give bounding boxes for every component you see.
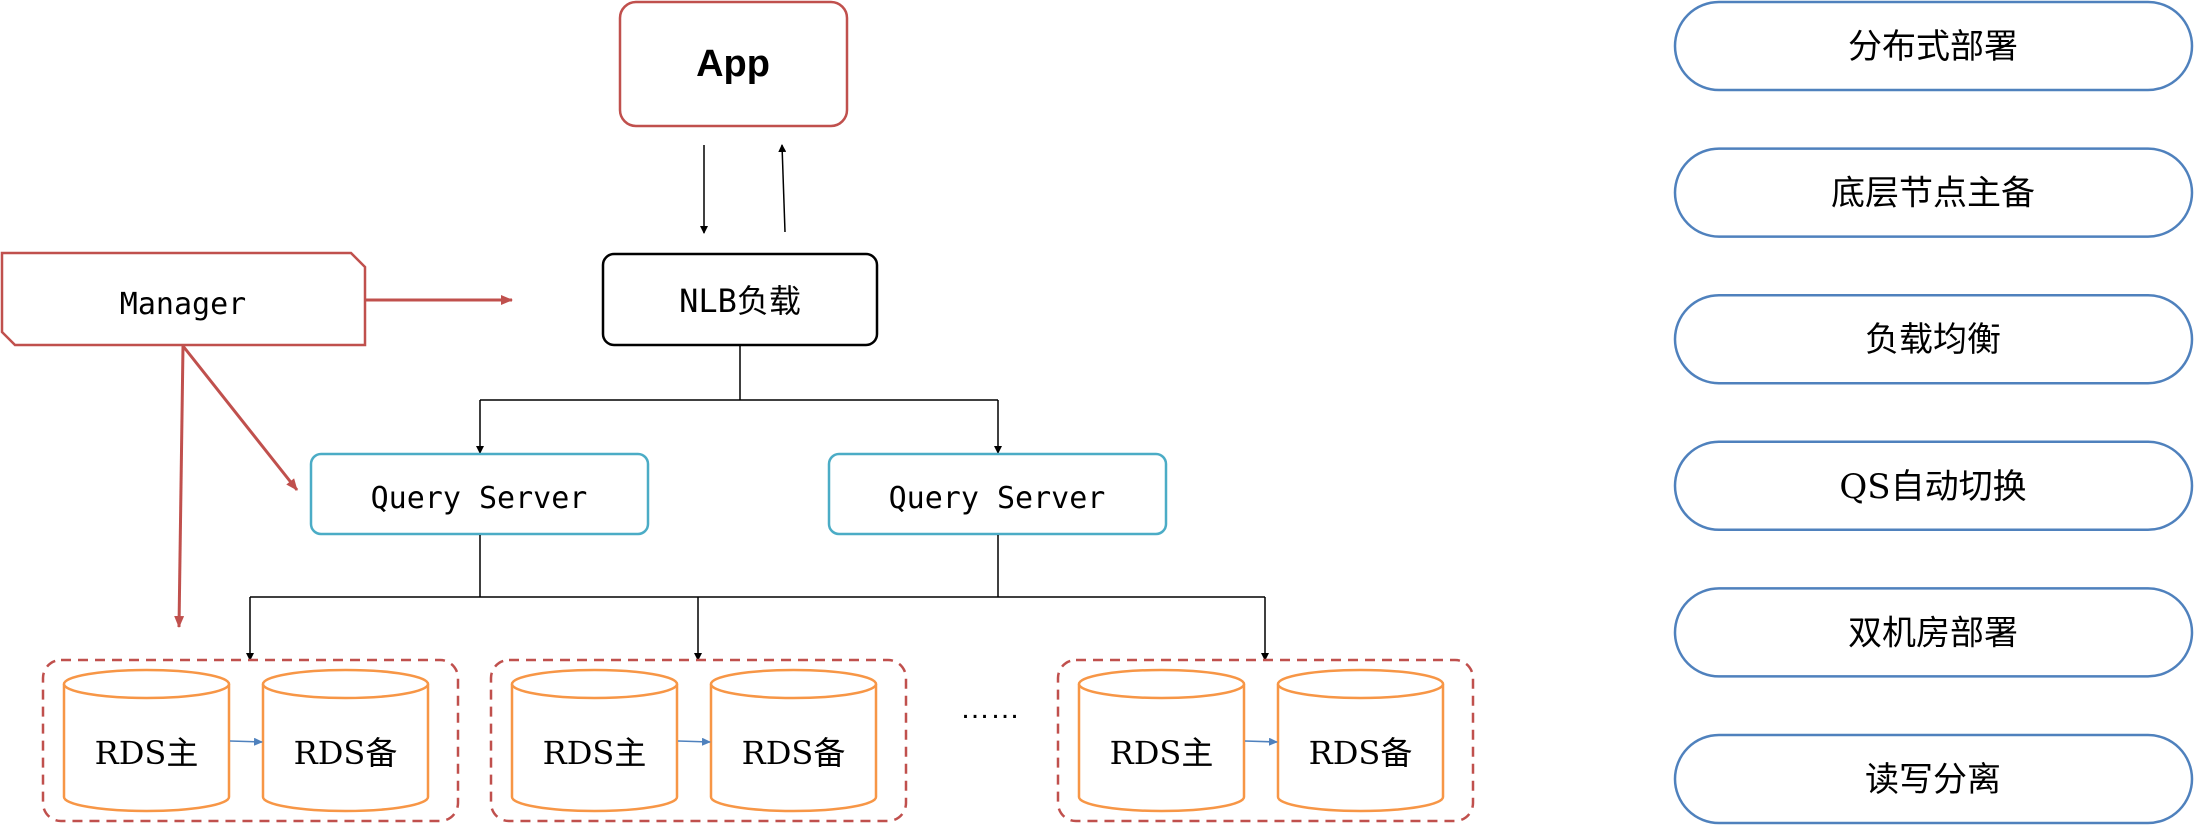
rds-primary-label: RDS主 <box>543 734 647 772</box>
rds-group-1: RDS主 RDS备 <box>41 658 460 823</box>
nlb-to-query-server-connectors <box>476 346 1002 454</box>
feature-label: QS自动切换 <box>1839 467 2026 507</box>
rds-backup-cylinder: RDS备 <box>709 668 878 813</box>
rds-group-2: RDS主 RDS备 <box>489 658 908 823</box>
feature-label: 双机房部署 <box>1848 613 2018 653</box>
nlb-to-app-arrow <box>778 144 787 233</box>
manager-to-rds-arrow <box>174 345 185 628</box>
rds-primary-label: RDS主 <box>95 734 199 772</box>
rds-primary-cylinder: RDS主 <box>1077 668 1246 813</box>
app-label: App <box>696 43 770 85</box>
feature-item-6: 读写分离 <box>1673 733 2194 825</box>
feature-item-2: 底层节点主备 <box>1673 147 2194 238</box>
rds-replication-arrow <box>1244 737 1278 746</box>
feature-label: 读写分离 <box>1865 760 2001 800</box>
feature-label: 负载均衡 <box>1865 320 2001 360</box>
nlb-node: NLB负载 <box>601 252 879 347</box>
feature-label: 底层节点主备 <box>1831 174 2035 214</box>
rds-group-border <box>41 658 460 823</box>
query-server-node-2: Query Server <box>827 452 1168 536</box>
app-node: App <box>618 0 849 128</box>
feature-item-1: 分布式部署 <box>1673 0 2194 92</box>
feature-label: 分布式部署 <box>1848 27 2018 67</box>
rds-backup-cylinder: RDS备 <box>261 668 430 813</box>
rds-replication-arrow <box>229 737 263 746</box>
rds-groups: RDS主 RDS备 RDS主 RDS备 RDS主 RDS备 <box>41 658 1475 823</box>
manager-label: Manager <box>120 287 246 322</box>
rds-group-3: RDS主 RDS备 <box>1056 658 1475 823</box>
manager-to-query-server-arrow <box>181 345 299 491</box>
feature-item-3: 负载均衡 <box>1673 293 2194 385</box>
rds-primary-label: RDS主 <box>1110 734 1214 772</box>
query-server-label-2: Query Server <box>889 481 1106 516</box>
rds-primary-cylinder: RDS主 <box>62 668 231 813</box>
rds-backup-label: RDS备 <box>742 734 846 772</box>
rds-ellipsis: …… <box>960 692 1020 725</box>
feature-item-5: 双机房部署 <box>1673 587 2194 678</box>
feature-item-4: QS自动切换 <box>1673 440 2194 532</box>
query-server-label-1: Query Server <box>371 481 588 516</box>
rds-backup-cylinder: RDS备 <box>1276 668 1445 813</box>
rds-backup-label: RDS备 <box>1309 734 1413 772</box>
query-server-node-1: Query Server <box>309 452 650 536</box>
rds-primary-cylinder: RDS主 <box>510 668 679 813</box>
rds-group-border <box>1056 658 1475 823</box>
rds-backup-label: RDS备 <box>294 734 398 772</box>
nlb-label: NLB负载 <box>679 282 801 320</box>
manager-node: Manager <box>0 251 367 347</box>
query-server-to-rds-connectors <box>246 535 1269 661</box>
rds-replication-arrow <box>677 737 711 746</box>
rds-group-border <box>489 658 908 823</box>
